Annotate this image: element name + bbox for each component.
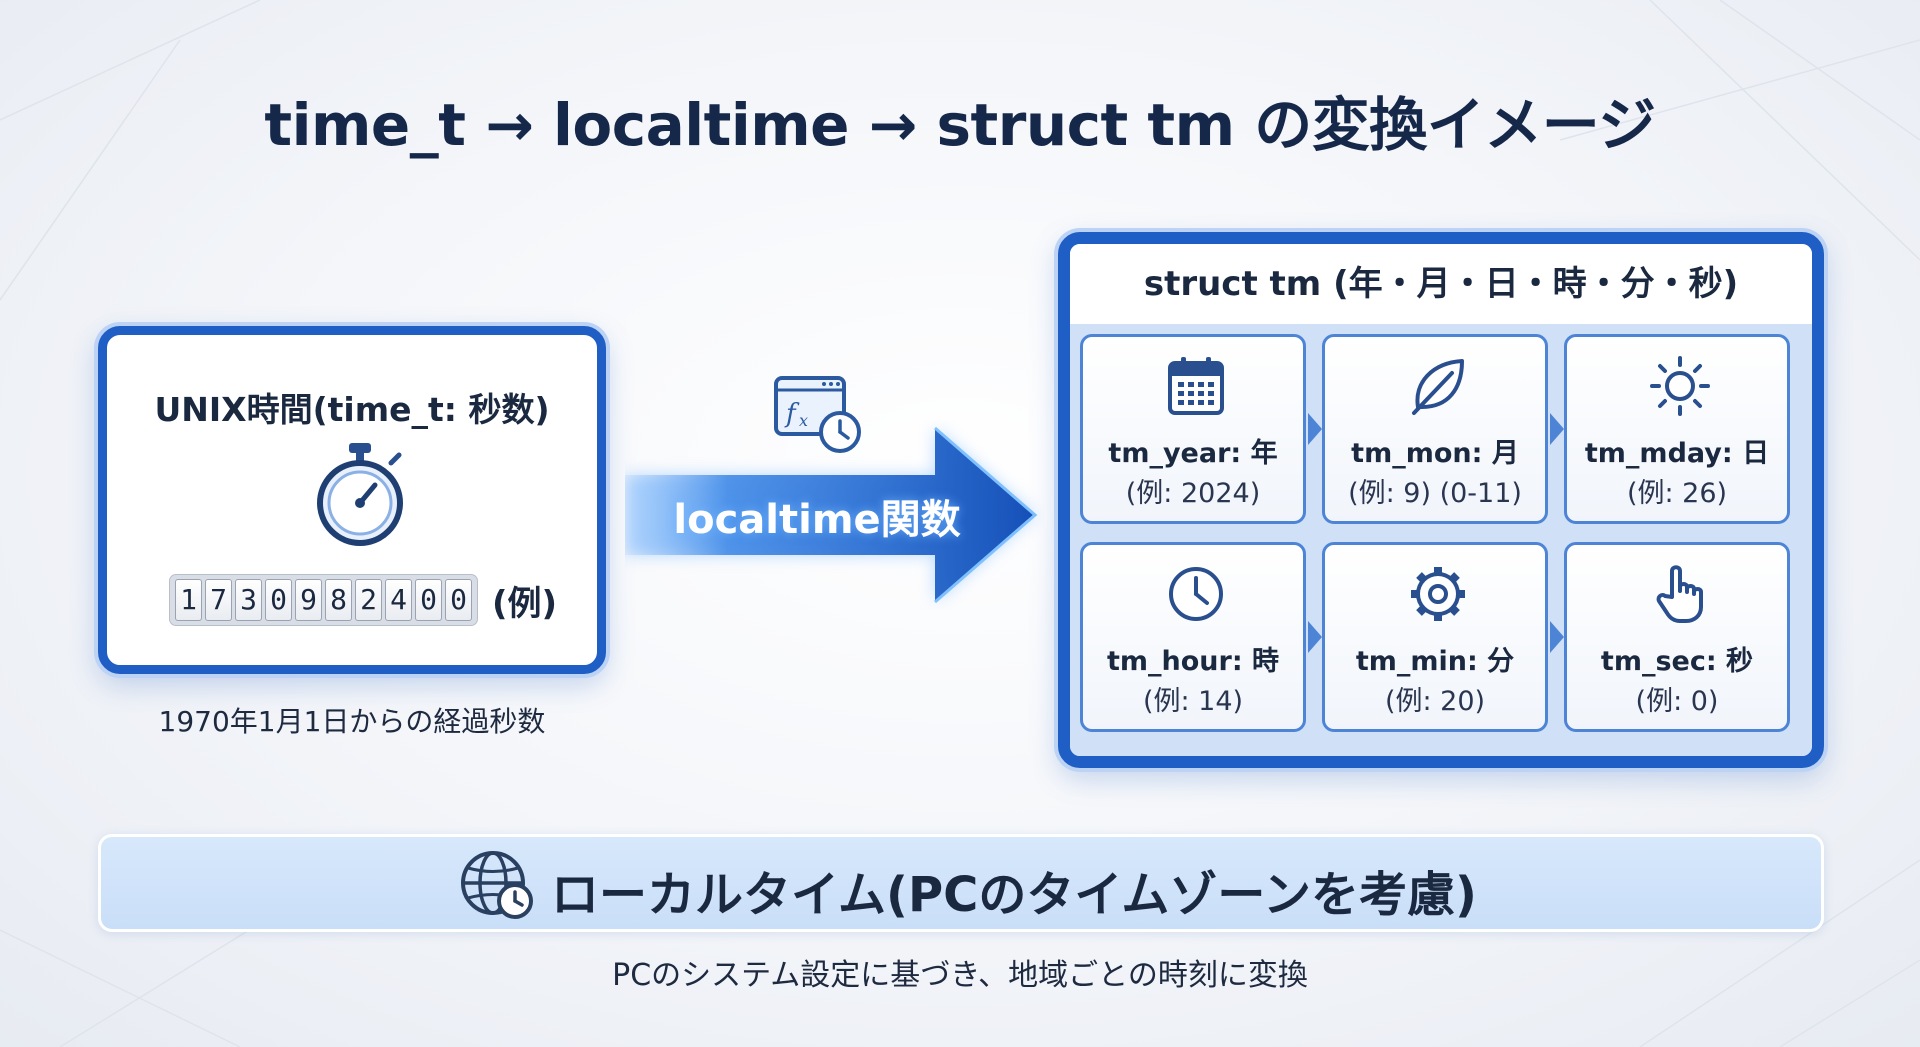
connector-chevron [1550,621,1564,653]
tm-hour-value: (例: 14) [1142,686,1244,717]
unix-time-title: UNIX時間(time_t: 秒数) [154,390,550,429]
connector-chevron [1308,413,1322,445]
sun-icon [1650,356,1710,416]
pointer-hand-icon [1656,565,1703,623]
tm-mday-name: tm_mday: 日 [1584,438,1770,469]
example-label: (例) [492,583,558,624]
tm-mon-name: tm_mon: 月 [1351,438,1519,469]
digit-box: 3 [235,579,262,621]
page-title: time_t → localtime → struct tm の変換イメージ [264,91,1656,159]
tm-sec-cell: tm_sec: 秒 (例: 0) [1564,542,1790,732]
digit-box: 7 [205,579,232,621]
digit-box: 4 [385,579,412,621]
clock-icon [1169,567,1223,621]
stopwatch-icon [317,443,403,546]
leaf-icon [1412,359,1464,415]
localtime-banner: ローカルタイム(PCのタイムゾーンを考慮) [98,834,1824,932]
tm-mday-cell: tm_mday: 日 (例: 26) [1564,334,1790,524]
unix-time-caption: 1970年1月1日からの経過秒数 [158,705,546,738]
svg-text:x: x [799,411,808,430]
digit-box: 0 [265,579,292,621]
tm-hour-cell: tm_hour: 時 (例: 14) [1080,542,1306,732]
digit-box: 8 [325,579,352,621]
tm-mon-value: (例: 9) (0-11) [1348,478,1522,509]
footer-caption: PCのシステム設定に基づき、地域ごとの時刻に変換 [612,958,1308,993]
tm-year-cell: tm_year: 年 (例: 2024) [1080,334,1306,524]
tm-mon-cell: tm_mon: 月 (例: 9) (0-11) [1322,334,1548,524]
tm-year-value: (例: 2024) [1125,478,1261,509]
digit-box: 2 [355,579,382,621]
digit-box: 1 [175,579,202,621]
connector-chevron [1550,413,1564,445]
struct-tm-card: struct tm (年・月・日・時・分・秒) tm_year: 年 (例: 2… [1058,232,1824,768]
digit-box: 9 [295,579,322,621]
digit-box: 0 [445,579,472,621]
calendar-icon [1168,357,1224,415]
tm-hour-name: tm_hour: 時 [1106,646,1280,677]
struct-tm-header: struct tm (年・月・日・時・分・秒) [1070,244,1812,325]
tm-min-name: tm_min: 分 [1355,646,1515,677]
connector-chevron [1308,621,1322,653]
tm-min-value: (例: 20) [1384,686,1486,717]
tm-year-name: tm_year: 年 [1108,438,1278,469]
digit-box: 0 [415,579,442,621]
tm-sec-name: tm_sec: 秒 [1600,646,1754,677]
arrow-label: localtime関数 [673,497,961,543]
globe-clock-icon [461,851,533,919]
tm-min-cell: tm_min: 分 (例: 20) [1322,542,1548,732]
struct-tm-grid: tm_year: 年 (例: 2024) tm_mon: 月 (例: 9) (0… [1070,324,1812,756]
localtime-arrow [625,426,1038,604]
function-clock-icon: f x [774,376,861,453]
banner-text: ローカルタイム(PCのタイムゾーンを考慮) [551,867,1477,923]
tm-sec-value: (例: 0) [1635,686,1719,717]
tm-mday-value: (例: 26) [1626,478,1728,509]
gear-icon [1411,567,1465,621]
